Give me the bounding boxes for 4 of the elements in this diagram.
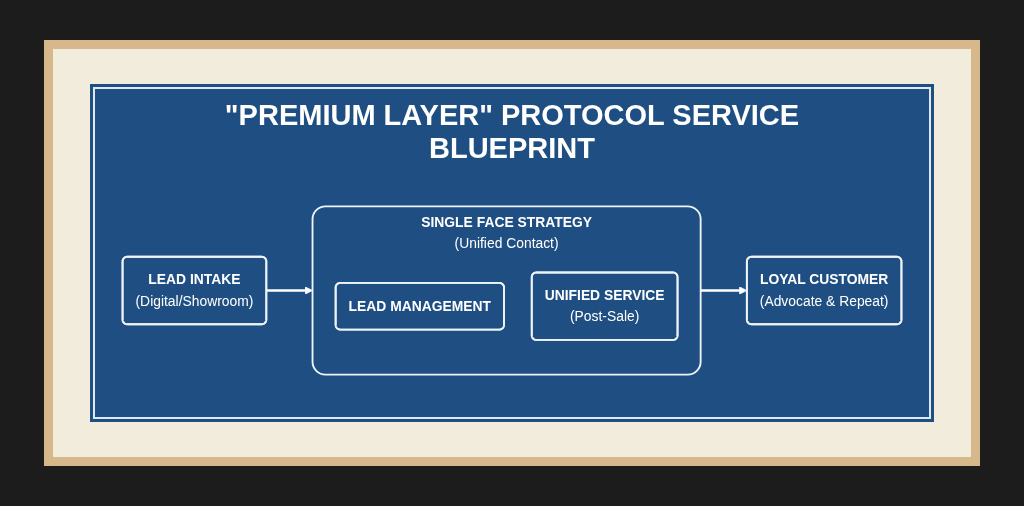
blueprint-panel: "PREMIUM LAYER" PROTOCOL SERVICE BLUEPRINT SINGLE FACE STRATEGY (Unified Contact) LEAD MANAGEMENT UNIFIED SERVICE (Post-Sale) LEAD INTAKE (Digital/Showroom) LOYAL CUSTOMER (Advocate & Repeat)	[93, 87, 931, 419]
arrow	[266, 286, 313, 295]
cluster	[311, 205, 702, 376]
title: "PREMIUM LAYER" PROTOCOL SERVICE BLUEPRINT	[223, 99, 801, 166]
